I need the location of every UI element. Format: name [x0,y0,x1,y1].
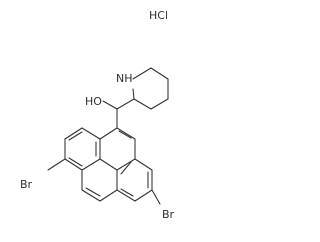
phenanthrene-left-ring [64,127,101,171]
bromine-right-bond [151,189,161,205]
molecule-structure-diagram: HCl NH HO [20,9,175,221]
bromine-right-label: Br [162,208,175,221]
salt-label: HCl [149,9,168,22]
phenanthrene-right-ring [116,158,153,202]
piperidine-ring [132,67,169,110]
carbinol-bonds [102,98,135,129]
phenanthrene-middle-ring [99,127,136,171]
bromine-left-label: Br [20,178,33,191]
phenanthrene-bottom-ring [81,169,118,202]
amine-label: NH [116,72,133,85]
hydroxyl-label: HO [85,95,102,108]
bromine-left-bond [47,158,66,171]
